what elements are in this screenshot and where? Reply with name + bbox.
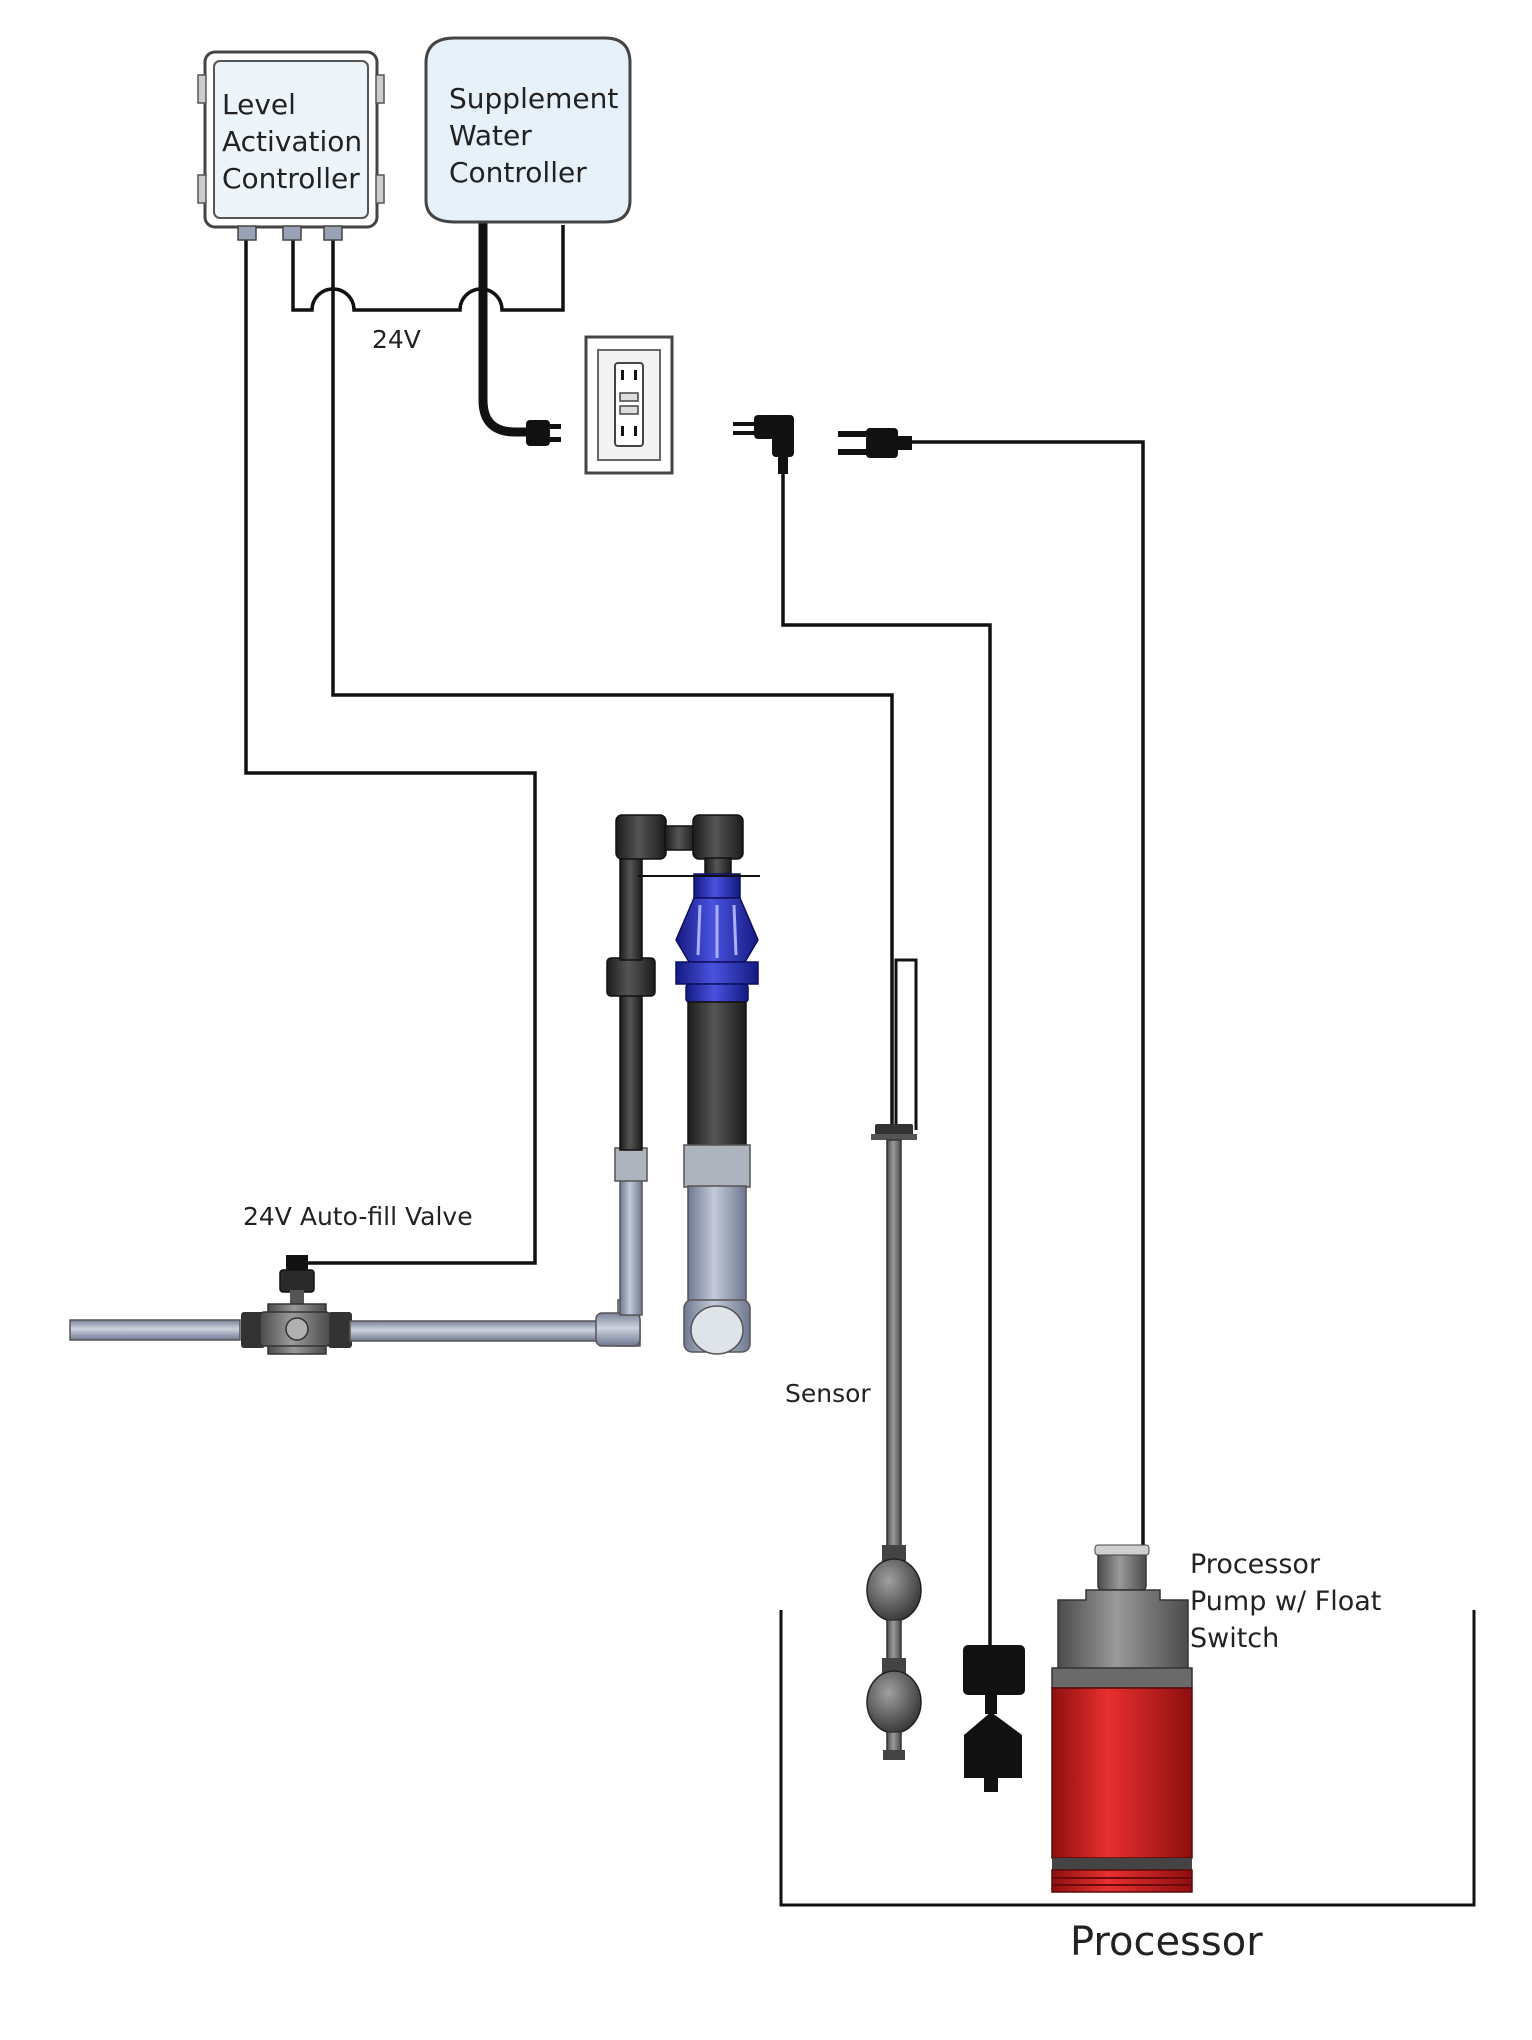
water-piping [69,814,760,1355]
power-cord [478,217,561,446]
pump-label-line-2: Pump w/ Float [1190,1586,1381,1617]
level-controller-line-2: Activation [222,125,362,158]
autofill-valve-label: 24V Auto-fill Valve [243,1202,473,1231]
level-sensor [866,958,922,1760]
float-switch-wire [781,472,992,1645]
float-switch-plug [733,415,794,474]
level-controller-line-1: Level [222,88,296,121]
svg-text:Processor Pump w/ Float: Processor Pump w/ Float Switch [1190,1549,1390,1654]
processor-tank [779,1610,1476,1907]
supplement-controller-line-1: Supplement [449,82,618,115]
sensor-wire [331,240,894,1125]
supplement-controller-line-2: Water [449,119,532,152]
autofill-valve [259,1255,331,1355]
supplement-water-controller: Supplement Water Controller [424,36,632,224]
pump-plug [838,428,912,458]
pump-label-line-3: Switch [1190,1623,1279,1654]
processor-pump [1051,1544,1193,1893]
sensor-label: Sensor [785,1379,871,1408]
valve-wire [244,240,537,1265]
svg-text:Level Activation C: Level Activation Controller [222,88,371,195]
wires [244,225,1145,1645]
voltage-label: 24V [372,325,421,354]
pump-wire [910,440,1145,1550]
pump-label-line-1: Processor [1190,1549,1321,1580]
power-bus-wire [291,225,565,312]
level-controller-line-3: Controller [222,162,360,195]
gfci-outlet [584,335,674,475]
level-activation-controller: Level Activation Controller [197,50,385,241]
supplement-controller-line-3: Controller [449,156,587,189]
processor-label: Processor [1070,1919,1263,1965]
svg-text:Supplement Water C: Supplement Water Controller [449,82,627,189]
float-switch [963,1645,1025,1792]
